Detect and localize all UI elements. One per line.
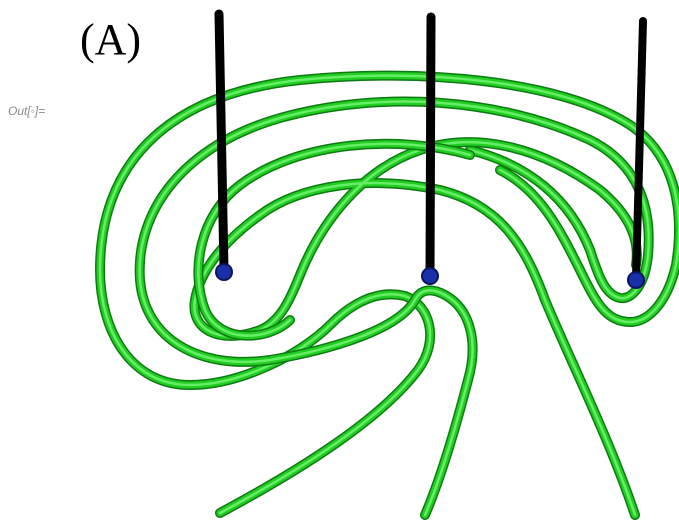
pole-right bbox=[632, 17, 647, 282]
pole-left bbox=[214, 9, 229, 275]
pole-center bbox=[425, 12, 436, 279]
anchor-center bbox=[421, 267, 439, 285]
anchors bbox=[215, 263, 645, 289]
poles bbox=[214, 9, 647, 282]
output-cell-label: Out[◦]= bbox=[8, 104, 46, 118]
panel-label: (A) bbox=[80, 15, 142, 64]
anchor-left bbox=[215, 263, 233, 281]
strands bbox=[95, 70, 679, 520]
anchor-right bbox=[627, 271, 645, 289]
